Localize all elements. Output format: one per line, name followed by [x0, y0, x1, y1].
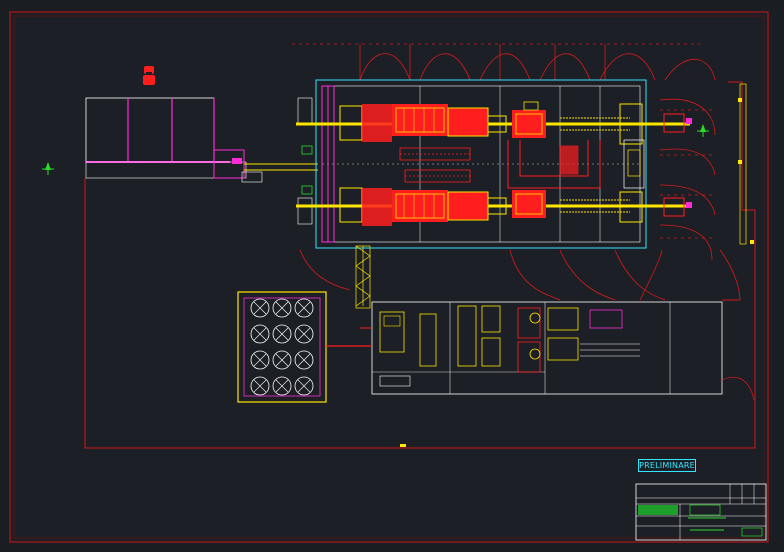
generator-train-lower	[296, 187, 692, 226]
fan-icon	[294, 376, 314, 396]
fan-icon	[250, 376, 270, 396]
cooling-tower	[237, 291, 327, 403]
right-markers	[738, 83, 754, 245]
hrsg-piping	[507, 139, 645, 189]
stamp-label: PRELIMINARE	[639, 460, 695, 470]
perimeter-fence-right	[299, 98, 741, 301]
fan-icon	[272, 376, 292, 396]
fan-icon	[250, 350, 270, 370]
center-piping	[399, 147, 472, 183]
preliminary-stamp: PRELIMINARE	[638, 459, 696, 472]
pipe-rack	[355, 245, 371, 309]
vehicle-icon	[143, 66, 155, 85]
fan-icon	[294, 324, 314, 344]
fan-icon	[272, 350, 292, 370]
fan-icon	[250, 324, 270, 344]
title-block	[635, 483, 767, 541]
site-boundary	[84, 81, 756, 449]
fan-icon	[272, 324, 292, 344]
fan-grid	[250, 298, 314, 396]
north-arrow-icon	[697, 124, 709, 137]
sheet-border	[9, 11, 769, 543]
generator-train-upper	[296, 101, 692, 145]
north-arrow-icon	[42, 162, 54, 175]
storage-tanks-left	[85, 97, 318, 183]
fan-icon	[294, 298, 314, 318]
fan-icon	[250, 298, 270, 318]
fan-icon	[272, 298, 292, 318]
fan-icon	[294, 350, 314, 370]
perimeter-fence-top	[292, 43, 716, 81]
electrical-building	[326, 301, 723, 395]
